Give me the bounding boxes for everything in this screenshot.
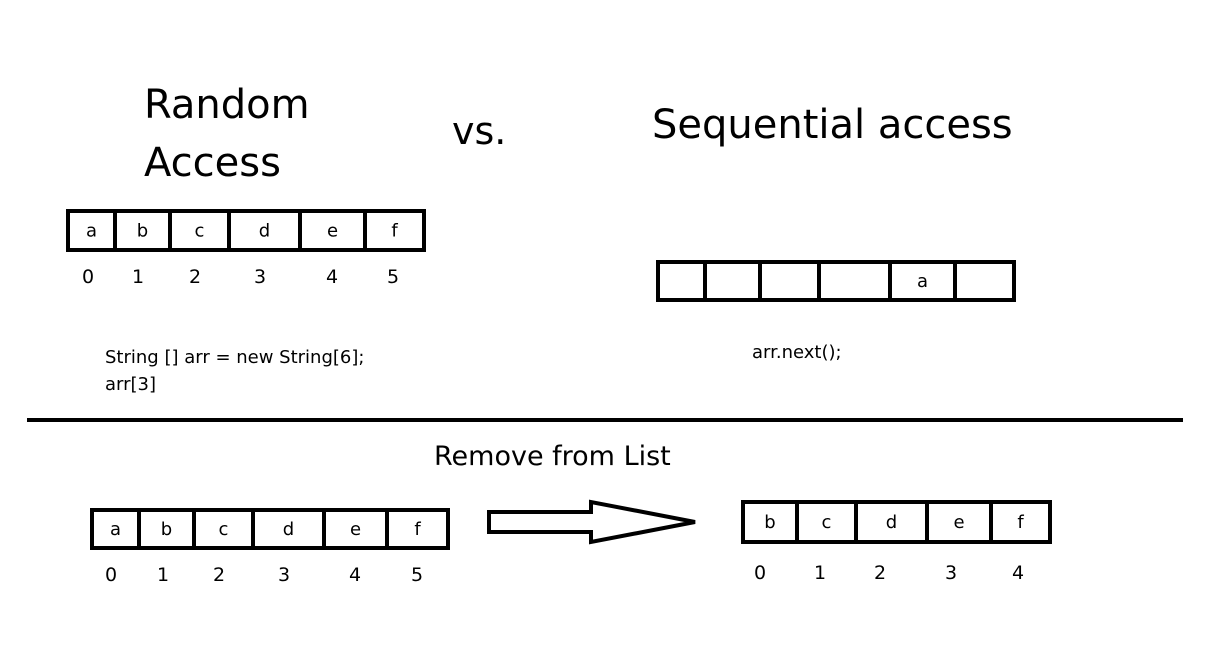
array-cell-value: a — [917, 271, 928, 292]
array-index-label: 5 — [411, 564, 423, 586]
array-cell-value: f — [391, 221, 398, 242]
array-outline — [90, 508, 450, 550]
array-outline — [741, 500, 1052, 544]
array-outline — [656, 260, 1016, 302]
random-access-code-line1: String [] arr = new String[6]; — [105, 347, 364, 368]
sequential-access-title: Sequential access — [652, 102, 1013, 148]
random-access-array: a b c d e f — [66, 209, 426, 252]
random-access-code-line2: arr[3] — [105, 374, 156, 395]
array-index-label: 4 — [349, 564, 361, 586]
array-cell-value: f — [414, 519, 421, 540]
array-cell-value: c — [219, 519, 229, 540]
array-cell-value: d — [886, 512, 897, 533]
random-access-title-line1: Random — [144, 82, 310, 128]
versus-label: vs. — [452, 109, 506, 153]
right-arrow-icon — [487, 499, 696, 545]
array-cell-value: e — [350, 519, 361, 540]
remove-after-array: b c d e f — [741, 500, 1052, 544]
array-index-label: 3 — [278, 564, 290, 586]
array-index-label: 0 — [754, 562, 766, 584]
remove-after-indices: 0 1 2 3 4 — [754, 562, 1024, 584]
random-access-indices: 0 1 2 3 4 5 — [82, 266, 399, 288]
array-index-label: 1 — [814, 562, 826, 584]
array-index-label: 3 — [945, 562, 957, 584]
array-cell-value: d — [259, 221, 270, 242]
array-index-label: 5 — [387, 266, 399, 288]
array-cell-value: c — [195, 221, 205, 242]
array-cell-value: b — [137, 221, 148, 242]
array-cell-value: e — [327, 221, 338, 242]
array-cell-value: d — [283, 519, 294, 540]
array-cell-value: a — [110, 519, 121, 540]
array-cell-value: b — [161, 519, 172, 540]
array-index-label: 0 — [105, 564, 117, 586]
remove-title: Remove from List — [434, 441, 671, 472]
array-cell-value: e — [953, 512, 964, 533]
remove-before-array: a b c d e f — [90, 508, 450, 550]
sequential-access-array: a — [656, 260, 1016, 302]
array-cell-value: f — [1017, 512, 1024, 533]
array-index-label: 2 — [874, 562, 886, 584]
random-access-title-line2: Access — [144, 140, 281, 186]
remove-before-indices: 0 1 2 3 4 5 — [105, 564, 423, 586]
array-cell-value: b — [764, 512, 775, 533]
array-index-label: 4 — [326, 266, 338, 288]
array-index-label: 3 — [254, 266, 266, 288]
array-index-label: 4 — [1012, 562, 1024, 584]
array-cell-value: a — [86, 221, 97, 242]
array-index-label: 2 — [213, 564, 225, 586]
array-index-label: 1 — [157, 564, 169, 586]
array-cell-value: c — [822, 512, 832, 533]
array-index-label: 1 — [132, 266, 144, 288]
sequential-access-code: arr.next(); — [752, 342, 842, 363]
array-index-label: 2 — [189, 266, 201, 288]
array-index-label: 0 — [82, 266, 94, 288]
array-outline — [66, 209, 426, 252]
